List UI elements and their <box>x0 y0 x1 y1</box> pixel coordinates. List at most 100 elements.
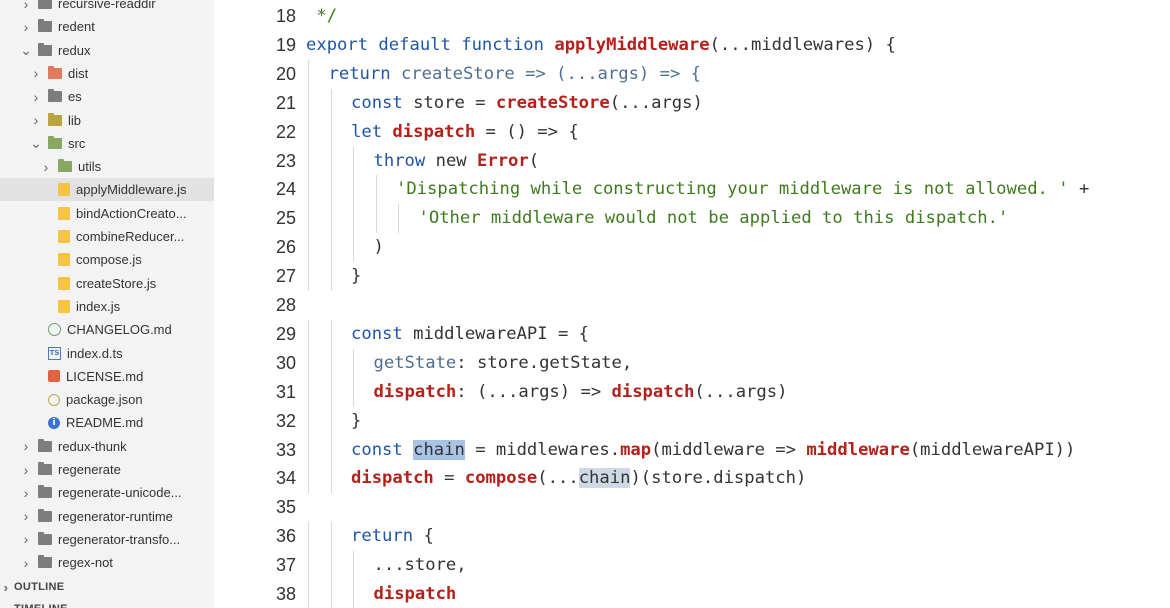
code-line[interactable]: 31 dispatch: (...args) => dispatch(...arg… <box>214 377 1170 407</box>
code-token: let <box>351 121 393 142</box>
tree-item-redux[interactable]: ⌄redux <box>0 39 214 62</box>
line-number: 20 <box>275 63 296 84</box>
code-token: dispatch <box>351 468 434 489</box>
code-text: dispatch <box>374 580 457 608</box>
chevron-right-icon[interactable]: › <box>33 112 39 128</box>
code-text: const store = createStore(...args) <box>351 89 703 118</box>
line-number: 19 <box>275 34 296 55</box>
highlighted-token: chain <box>578 468 631 489</box>
indent-guide <box>330 580 332 608</box>
code-line[interactable]: 35 <box>214 493 1170 522</box>
code-token: (middlewareAPI)) <box>909 439 1076 460</box>
tree-item-recursive-readdir[interactable]: ›recursive-readdir <box>0 0 214 15</box>
tree-item-compose-js[interactable]: compose.js <box>0 248 214 271</box>
tree-item-index-js[interactable]: index.js <box>0 295 214 318</box>
indent-guide <box>308 435 309 465</box>
indent-guide <box>353 175 354 205</box>
tree-item-regenerate[interactable]: ›regenerate <box>0 458 214 481</box>
tree-item-package-json[interactable]: package.json <box>0 388 214 411</box>
indent-guide <box>308 175 309 205</box>
code-token: dispatch <box>373 381 457 402</box>
code-token: store = <box>413 92 496 113</box>
tree-item-bindactioncreato[interactable]: bindActionCreato... <box>0 202 214 225</box>
folder-icon <box>38 485 52 499</box>
chevron-right-icon[interactable]: › <box>23 508 29 525</box>
tree-item-redent[interactable]: ›redent <box>0 15 214 38</box>
indent-guide <box>330 175 332 205</box>
code-token: (middleware => <box>651 439 807 460</box>
tree-item-src[interactable]: ⌄src <box>0 132 214 155</box>
line-number: 35 <box>275 497 296 518</box>
tree-item-utils[interactable]: ›utils <box>0 155 214 178</box>
chevron-right-icon[interactable]: › <box>23 0 29 12</box>
code-line[interactable]: 37...store, <box>214 551 1170 581</box>
tree-item-lib[interactable]: ›lib <box>0 109 214 132</box>
chevron-down-icon[interactable]: ⌄ <box>20 41 32 58</box>
code-token: middlewareAPI = { <box>413 323 590 344</box>
code-text: ...store, <box>374 551 467 580</box>
code-token: (... <box>537 468 579 489</box>
indent-guide <box>308 464 309 494</box>
file-explorer: ›recursive-readdir›redent⌄redux›dist›es›… <box>0 0 214 608</box>
tree-item-es[interactable]: ›es <box>0 85 214 108</box>
line-number: 31 <box>275 381 296 402</box>
tree-item-license-md[interactable]: LICENSE.md <box>0 365 214 388</box>
tree-item-changelog-md[interactable]: CHANGELOG.md <box>0 318 214 341</box>
code-token: { <box>423 526 434 547</box>
chevron-right-icon[interactable]: › <box>23 461 29 478</box>
chevron-right-icon[interactable]: › <box>33 88 39 105</box>
code-text: dispatch: (...args) => dispatch(...args) <box>374 378 788 407</box>
chevron-down-icon[interactable]: ⌄ <box>30 134 42 151</box>
code-line[interactable]: 18 */ <box>214 2 1170 31</box>
tree-item-regenerator-transfo[interactable]: ›regenerator-transfo... <box>0 528 214 551</box>
tree-item-applymiddleware-js[interactable]: applyMiddleware.js <box>0 178 214 202</box>
panel-section-outline[interactable]: ›OUTLINE <box>0 576 214 598</box>
tree-item-redux-thunk[interactable]: ›redux-thunk <box>0 435 214 458</box>
indent-guide <box>353 377 354 407</box>
code-line[interactable]: 27} <box>214 262 1170 292</box>
code-line[interactable]: 32} <box>214 406 1170 436</box>
code-text: let dispatch = () => { <box>351 118 579 147</box>
chevron-right-icon[interactable]: › <box>23 484 29 501</box>
indent-guide <box>308 88 309 118</box>
tree-item-dist[interactable]: ›dist <box>0 62 214 85</box>
indent-guide <box>330 551 332 581</box>
chevron-right-icon[interactable]: › <box>23 18 29 35</box>
chevron-right-icon[interactable]: › <box>23 554 29 571</box>
chevron-right-icon[interactable]: › <box>23 531 29 548</box>
code-line[interactable]: 25'Other middleware would not be applied… <box>214 204 1170 234</box>
code-line[interactable]: 26) <box>214 233 1170 263</box>
tree-item-regenerator-runtime[interactable]: ›regenerator-runtime <box>0 505 214 528</box>
chevron-right-icon[interactable]: › <box>43 158 49 175</box>
panel-section-timeline[interactable]: ›TIMELINE <box>0 598 214 608</box>
code-token: const <box>351 92 414 113</box>
code-line[interactable]: 28 <box>214 291 1170 320</box>
code-line[interactable]: 24'Dispatching while constructing your m… <box>214 175 1170 205</box>
tree-item-regenerate-unicode[interactable]: ›regenerate-unicode... <box>0 481 214 504</box>
chevron-right-icon[interactable]: › <box>23 438 29 455</box>
tree-item-regex-not[interactable]: ›regex-not <box>0 551 214 574</box>
code-token: middleware <box>806 439 910 460</box>
code-token: dispatch <box>611 381 695 402</box>
tree-item-label: bindActionCreato... <box>76 205 187 221</box>
folder-icon <box>38 0 52 9</box>
tree-item-combinereducer[interactable]: combineReducer... <box>0 225 214 248</box>
code-token: = () => { <box>475 121 579 142</box>
chevron-right-icon[interactable]: › <box>33 65 39 82</box>
tree-item-createstore-js[interactable]: createStore.js <box>0 272 214 295</box>
code-token: + <box>1068 179 1090 200</box>
